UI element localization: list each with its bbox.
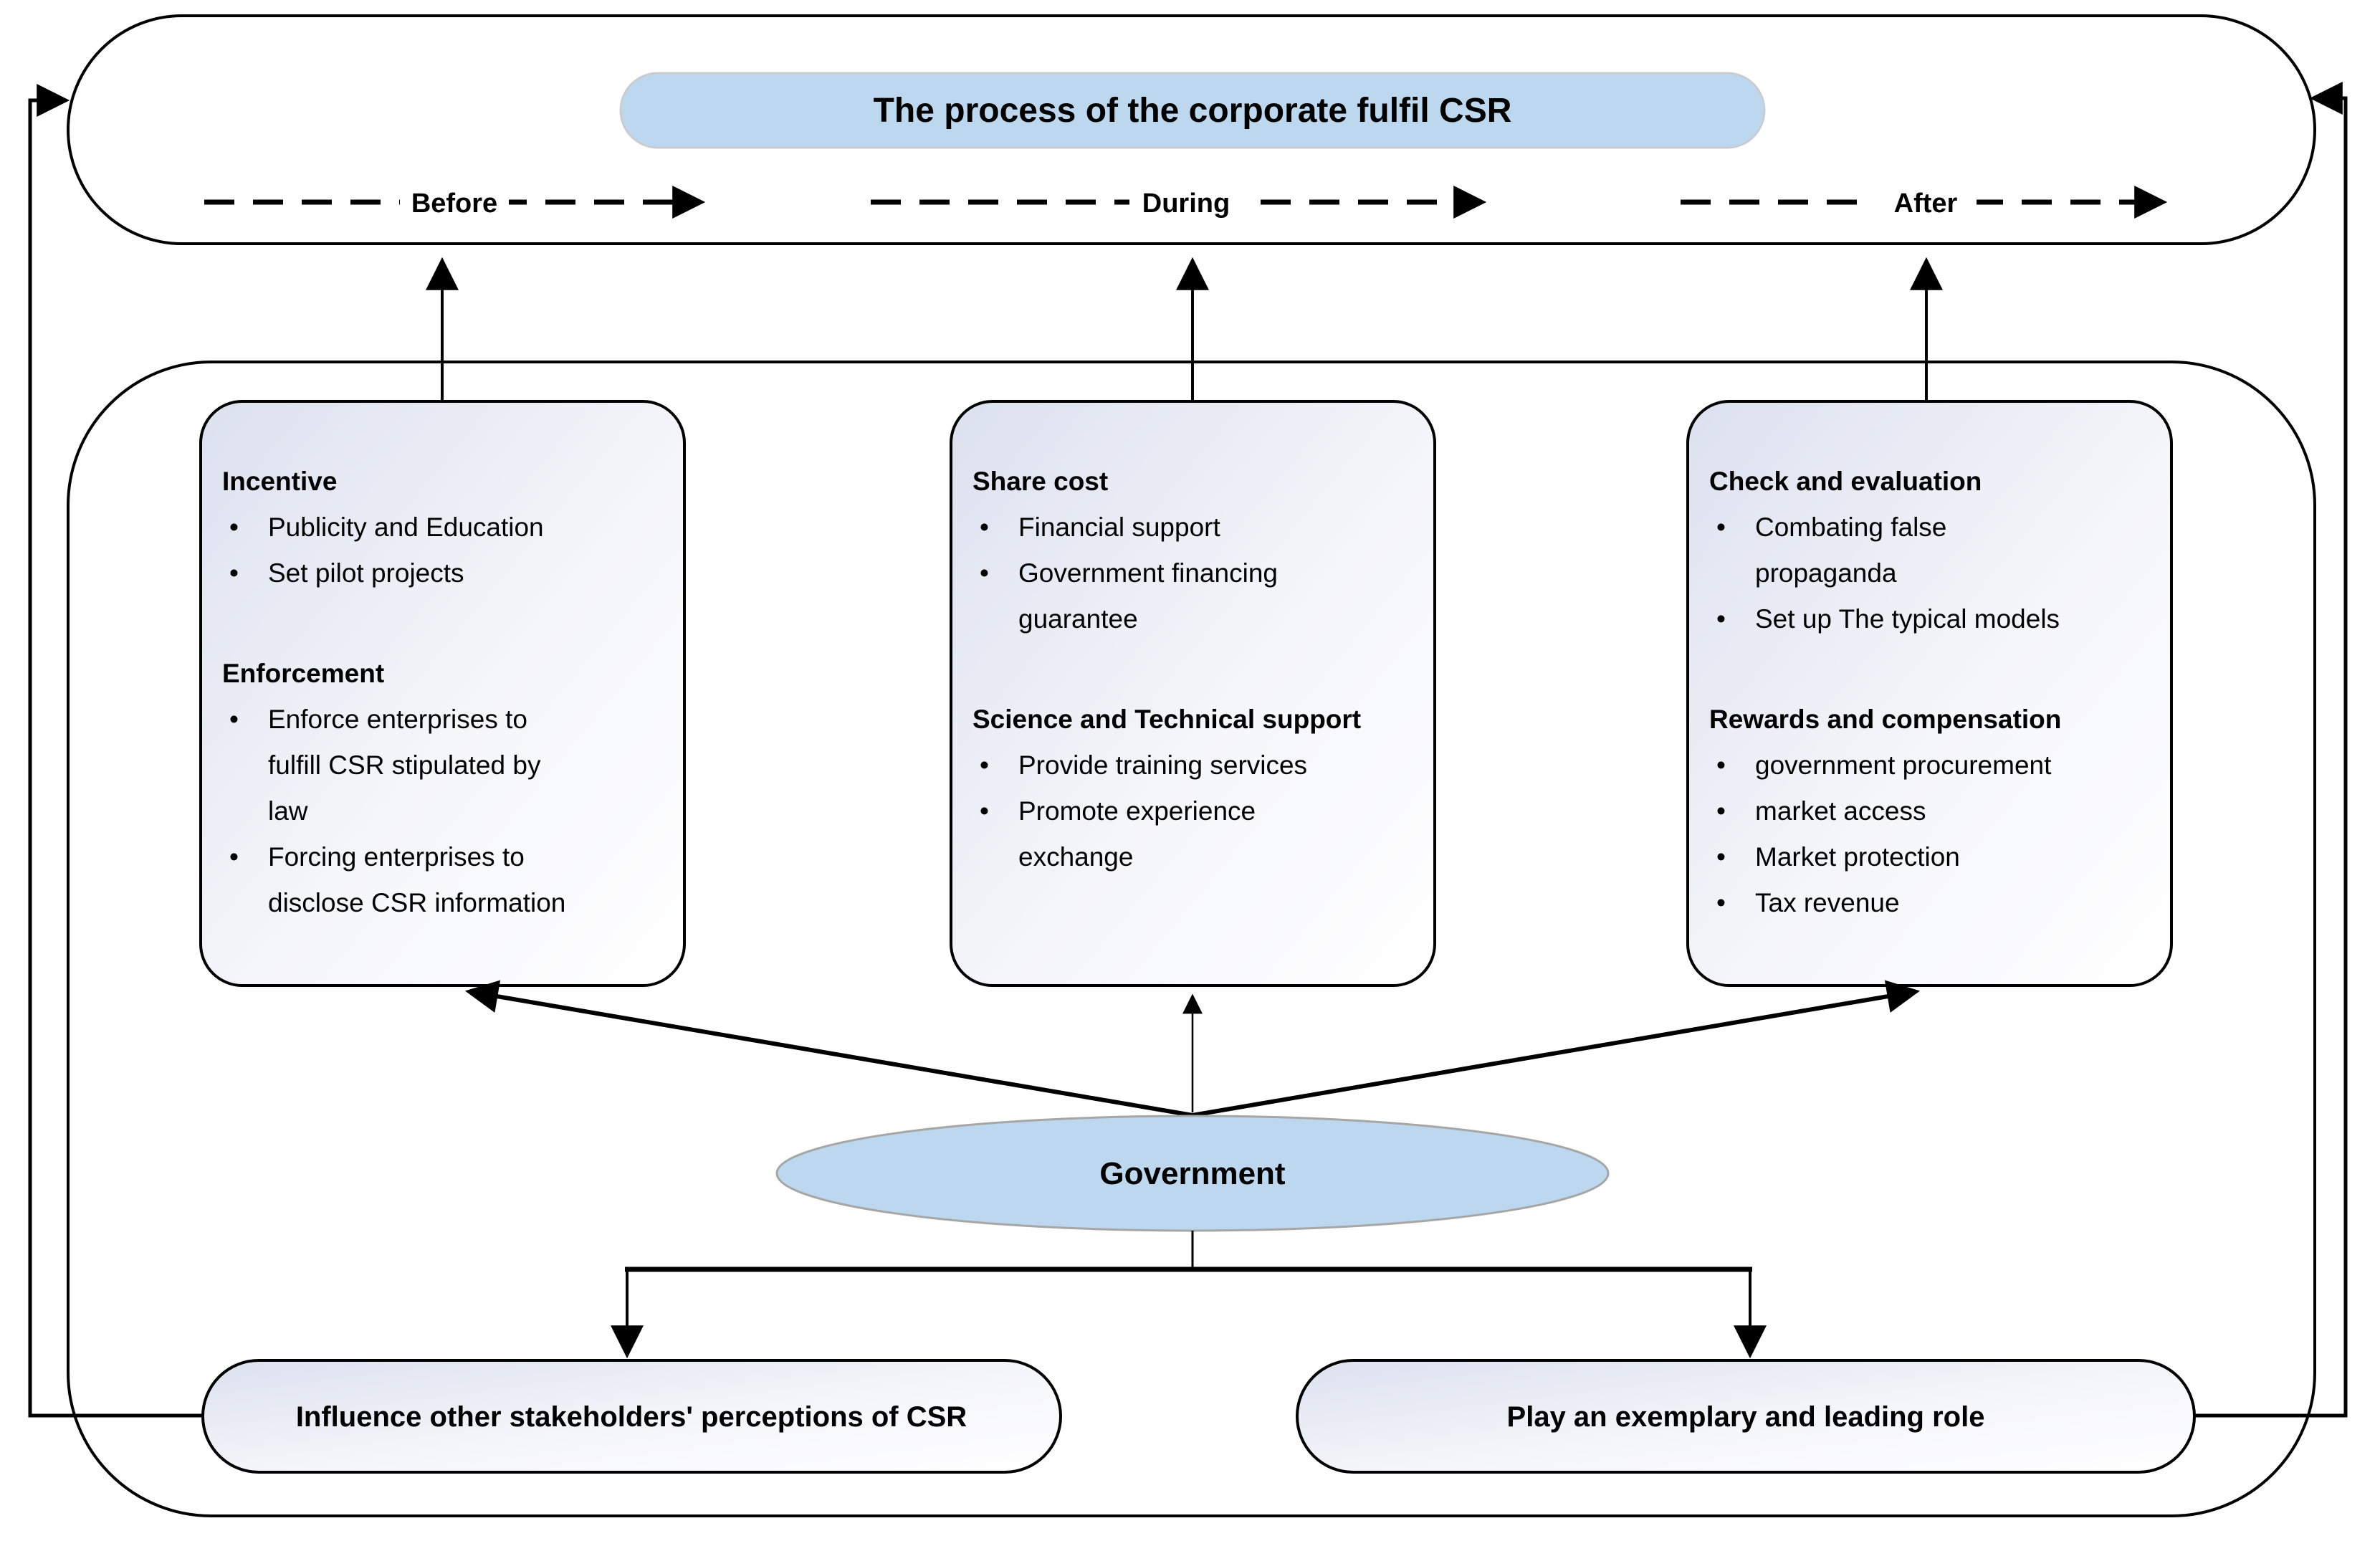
policy-box-after-content: Check and evaluation Combating false pro… [1709, 459, 2146, 926]
outcome-box-right: Play an exemplary and leading role [1296, 1359, 2196, 1474]
bullet-item: Provide training services [972, 743, 1410, 788]
after-label-bg [1875, 182, 1977, 221]
box-section-heading: Share cost [972, 467, 1109, 496]
title-pill-shape [619, 72, 1766, 149]
policy-box-before-content: Incentive Publicity and Education Set pi… [222, 459, 659, 926]
box-section-heading: Rewards and compensation [1709, 705, 2062, 734]
policy-box-after: Check and evaluation Combating false pro… [1688, 401, 2171, 986]
before-label-bg [400, 182, 509, 221]
bullet-item: Set up The typical models [1709, 596, 2146, 642]
diagram-title: The process of the corporate fulfil CSR [874, 92, 1512, 130]
outcome-box-left-shape [201, 1359, 1062, 1474]
title-pill: The process of the corporate fulfil CSR [619, 72, 1766, 149]
during-label-bg [1129, 182, 1243, 221]
box-section: Enforcement Enforce enterprises to fulfi… [222, 651, 659, 926]
phase-label-before: Before [411, 189, 497, 219]
box-section: Share cost Financial support Government … [972, 459, 1410, 642]
feedback-loop-right [2194, 82, 2348, 1418]
arrow-government-to-before-box [464, 980, 1193, 1117]
outcome-box-right-shape [1296, 1359, 2196, 1474]
box-section: Check and evaluation Combating false pro… [1709, 459, 2146, 642]
policy-box-during-content: Share cost Financial support Government … [972, 459, 1410, 880]
outcome-box-left: Influence other stakeholders' perception… [201, 1359, 1062, 1474]
bullet-item: Enforce enterprises to fulfill CSR stipu… [222, 697, 659, 834]
process-band [67, 14, 2316, 245]
bullet-item: Promote experience exchange [972, 788, 1410, 880]
outcome-left-label: Influence other stakeholders' perception… [296, 1401, 967, 1433]
government-label: Government [1099, 1156, 1286, 1191]
government-ellipse: Government [775, 1115, 1610, 1232]
bullet-item: Tax revenue [1709, 880, 2146, 926]
bullet-item: Government financing guarantee [972, 550, 1410, 642]
bullet-item: Market protection [1709, 834, 2146, 880]
box-section-heading: Incentive [222, 467, 338, 496]
feedback-loop-left [28, 84, 203, 1418]
box-section: Incentive Publicity and Education Set pi… [222, 459, 659, 596]
phase-arrow-after: After [1681, 182, 2168, 221]
bullet-item: government procurement [1709, 743, 2146, 788]
bullet-item: Publicity and Education [222, 505, 659, 550]
box-section: Science and Technical support Provide tr… [972, 697, 1410, 880]
box-section-heading: Science and Technical support [972, 705, 1362, 734]
bullet-item: Financial support [972, 505, 1410, 550]
box-section-heading: Check and evaluation [1709, 467, 1982, 496]
phase-label-after: After [1894, 189, 1958, 219]
bullet-item: Forcing enterprises to disclose CSR info… [222, 834, 659, 926]
box-section: Rewards and compensation government proc… [1709, 697, 2146, 926]
phase-label-during: During [1142, 189, 1230, 219]
box-section-heading: Enforcement [222, 659, 385, 688]
phase-arrow-before: Before [204, 182, 706, 221]
bullet-item: market access [1709, 788, 2146, 834]
policy-box-during: Share cost Financial support Government … [951, 401, 1435, 986]
phase-arrow-during: During [871, 182, 1487, 221]
policy-box-before: Incentive Publicity and Education Set pi… [201, 401, 684, 986]
arrow-government-to-after-box [1192, 980, 1921, 1117]
bullet-item: Set pilot projects [222, 550, 659, 596]
bullet-item: Combating false propaganda [1709, 505, 2146, 596]
outcome-right-label: Play an exemplary and leading role [1507, 1401, 1985, 1433]
